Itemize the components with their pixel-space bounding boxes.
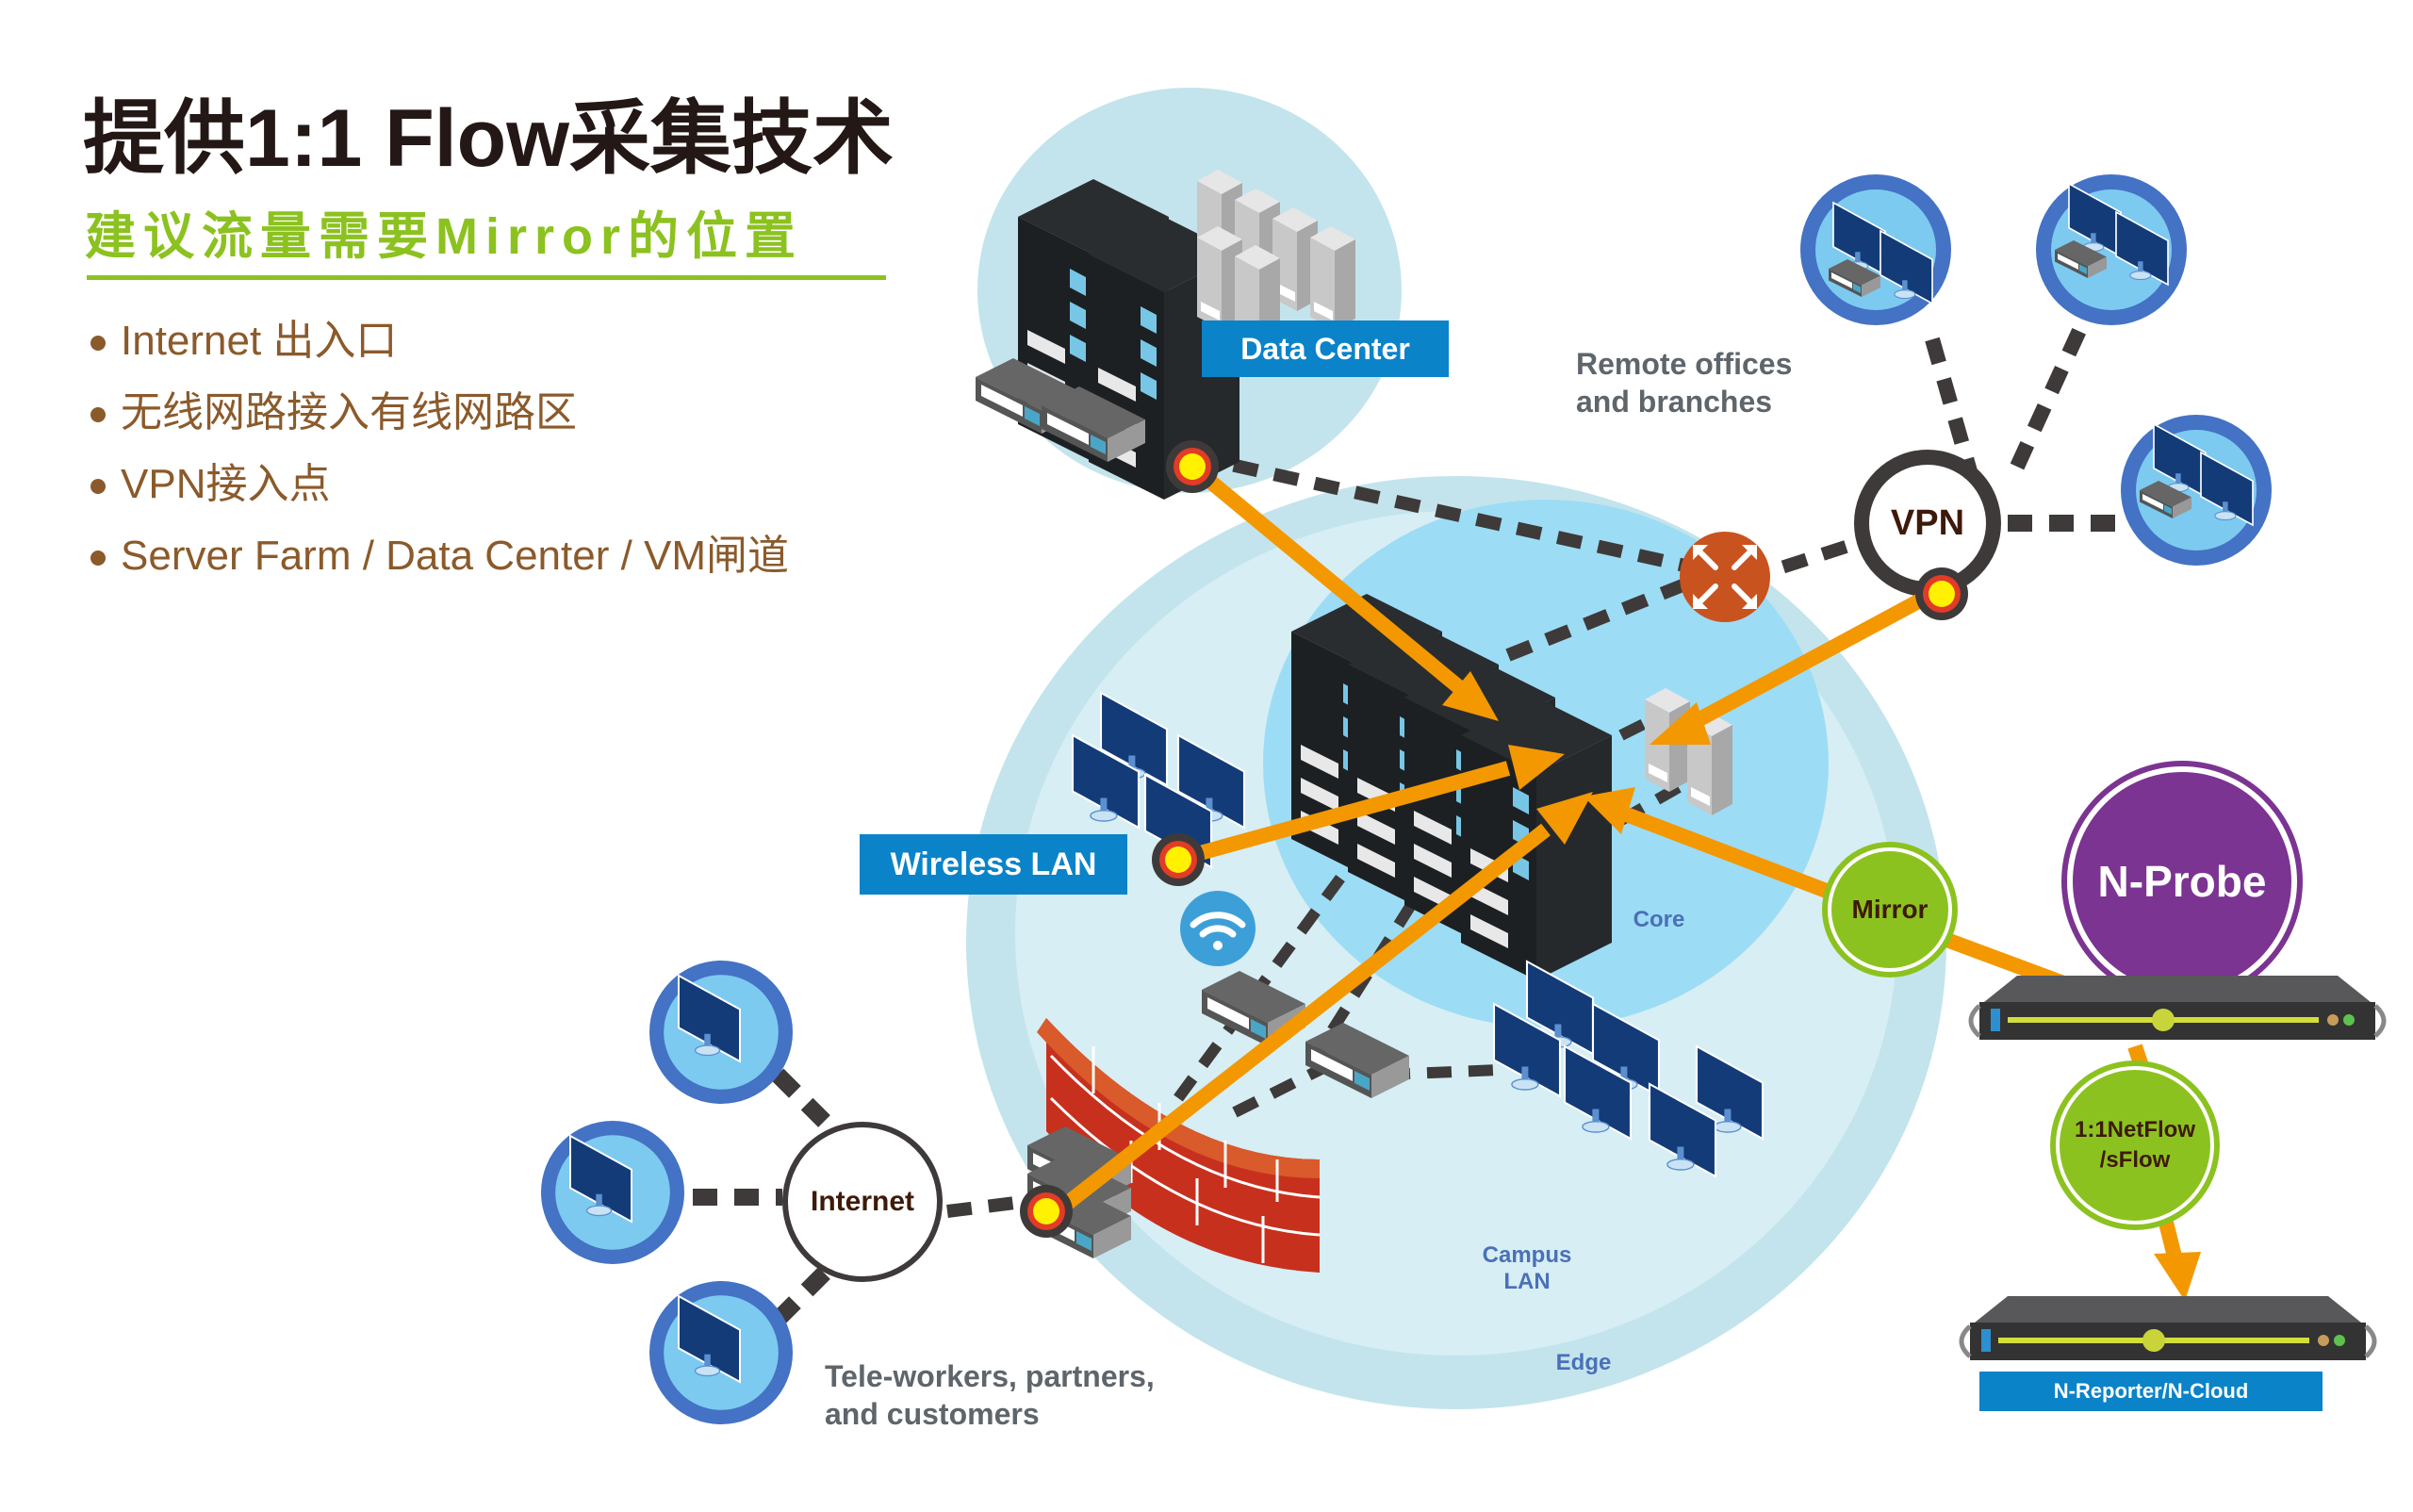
brick-firewall-icon <box>1037 1018 1321 1273</box>
internet-label: Internet <box>810 1186 914 1217</box>
bullet-item: Server Farm / Data Center / VM闸道 <box>90 520 789 592</box>
campus-lan-line2: LAN <box>1503 1269 1551 1294</box>
bullet-item: 无线网路接入有线网路区 <box>90 377 789 449</box>
bullet-dot-icon <box>90 479 106 495</box>
mirror-tap-point-icon <box>1166 440 1219 493</box>
remote-offices-line2: and branches <box>1576 385 1773 419</box>
mirror-tap-point-icon <box>1152 833 1205 886</box>
mirror-label: Mirror <box>1851 895 1929 924</box>
teleworker-node <box>649 1281 793 1424</box>
bullet-text: VPN接入点 <box>121 461 331 507</box>
teleworkers-line1: Tele-workers, partners, <box>825 1359 1155 1393</box>
wifi-icon <box>1180 891 1256 966</box>
mirror-location-list: Internet 出入口 无线网路接入有线网路区 VPN接入点 Server F… <box>90 305 789 592</box>
campus-lan-label: Campus LAN <box>1470 1242 1584 1295</box>
mirror-node <box>1822 842 1958 978</box>
teleworker-node <box>541 1121 684 1264</box>
netflow-label: 1:1NetFlow /sFlow <box>2060 1114 2210 1176</box>
bullet-text: 无线网路接入有线网路区 <box>121 389 577 436</box>
remote-offices-label: Remote offices and branches <box>1576 345 1792 420</box>
netflow-line2: /sFlow <box>2099 1147 2171 1173</box>
bullet-item: Internet 出入口 <box>90 305 789 377</box>
bullet-dot-icon <box>90 551 106 567</box>
remote-office <box>2121 415 2272 566</box>
reporter-appliance-icon <box>1962 1296 2374 1360</box>
remote-office <box>2036 174 2187 325</box>
internet-cloud-node <box>782 1122 943 1282</box>
bullet-dot-icon <box>90 336 106 352</box>
edge-zone-label: Edge <box>1555 1350 1612 1375</box>
core-zone-label: Core <box>1633 907 1685 932</box>
mirror-tap-point-icon <box>1020 1185 1073 1238</box>
nprobe-node <box>2061 761 2303 1002</box>
netflow-node <box>2050 1060 2220 1230</box>
page-subtitle: 建议流量需要Mirror的位置 <box>85 208 804 265</box>
vpn-label: VPN <box>1890 502 1965 543</box>
netflow-line1: 1:1NetFlow <box>2074 1117 2195 1142</box>
remote-office <box>1800 174 1951 325</box>
tower-server-icon <box>1310 226 1355 330</box>
mirror-node-ring <box>1828 847 1952 972</box>
bullet-text: Internet 出入口 <box>121 318 398 364</box>
bullet-text: Server Farm / Data Center / VM闸道 <box>121 533 790 579</box>
mirror-tap-point-icon <box>1915 567 1968 620</box>
remote-offices-line1: Remote offices <box>1576 347 1793 381</box>
teleworker-node <box>649 961 793 1104</box>
bullet-item: VPN接入点 <box>90 449 789 520</box>
reporter-label: N-Reporter/N-Cloud <box>1979 1372 2323 1411</box>
page-title: 提供1:1 Flow采集技术 <box>83 93 895 184</box>
bullet-dot-icon <box>90 407 106 423</box>
wireless-lan-label: Wireless LAN <box>860 834 1127 895</box>
netflow-node-ring <box>2056 1066 2214 1224</box>
nprobe-appliance-icon <box>1971 976 2384 1040</box>
campus-lan-line1: Campus <box>1482 1242 1572 1268</box>
nprobe-label: N-Probe <box>2097 857 2267 906</box>
data-center-label: Data Center <box>1202 320 1449 377</box>
subtitle-underline <box>87 275 886 280</box>
router-arrows-icon <box>1680 532 1770 622</box>
teleworkers-label: Tele-workers, partners, and customers <box>825 1357 1155 1433</box>
teleworkers-line2: and customers <box>825 1397 1040 1431</box>
